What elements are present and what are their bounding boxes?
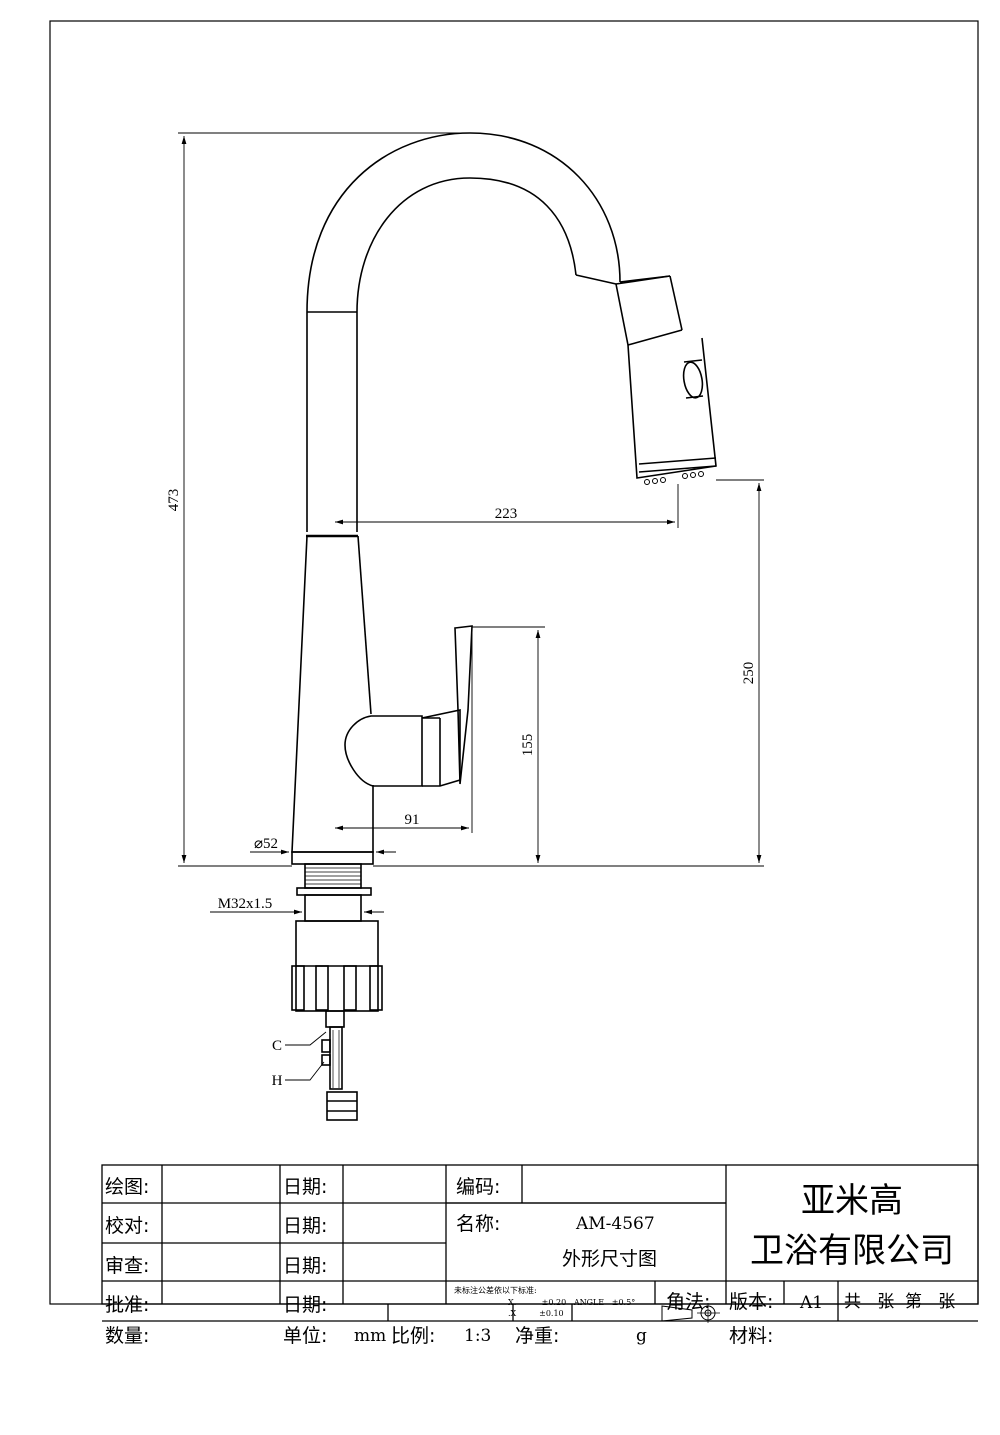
date-label-2: 日期: — [283, 1215, 327, 1237]
tolerance-line-2: .X ±0.10 — [508, 1309, 564, 1318]
handle-lever — [454, 625, 473, 785]
scale-value: 1:3 — [464, 1326, 491, 1346]
spout-outer-contour — [306, 132, 621, 532]
handle-hub — [344, 715, 423, 787]
name-label: 名称: — [456, 1213, 500, 1235]
tolerance-line-1: X. ±0.20 ANGLE ±0.5° — [508, 1298, 635, 1307]
weight-unit: g — [636, 1326, 647, 1346]
company-name-line-2: 卫浴有限公司 — [750, 1231, 954, 1271]
dim-overall-height: 473 — [166, 489, 182, 512]
sheet-border — [49, 20, 979, 1305]
company-name-line-1: 亚米高 — [801, 1181, 903, 1221]
unit-label: 单位: — [283, 1325, 327, 1347]
dim-reach: 223 — [495, 506, 518, 522]
date-label-4: 日期: — [283, 1294, 327, 1316]
drawn-label: 绘图: — [105, 1176, 149, 1198]
version-label: 版本: — [729, 1291, 773, 1313]
weight-label: 净重: — [515, 1325, 559, 1347]
tolerance-title: 未标注公差依以下标准: — [454, 1285, 537, 1295]
projection-symbol — [661, 1305, 693, 1322]
supply-hose — [329, 1026, 343, 1090]
date-label-3: 日期: — [283, 1255, 327, 1277]
unit-value: mm — [354, 1326, 386, 1346]
code-label: 编码: — [456, 1176, 500, 1198]
material-label: 材料: — [729, 1325, 773, 1347]
checked-label: 校对: — [105, 1215, 149, 1237]
dimension-texts: 473 223 250 155 91 ⌀52 M32x1.5 C H — [166, 489, 757, 1089]
model-number: AM-4567 — [575, 1214, 655, 1234]
hose-fitting — [326, 1091, 358, 1121]
spray-button — [682, 361, 704, 399]
dim-base-diameter: ⌀52 — [254, 836, 278, 852]
drawing-title: 外形尺寸图 — [562, 1248, 657, 1270]
sheet-count: 共 张 第 张 — [844, 1292, 955, 1312]
spout-inner-contour — [356, 177, 577, 532]
version-value: A1 — [799, 1293, 823, 1313]
projection-label: 角法: — [666, 1291, 710, 1313]
quantity-label: 数量: — [105, 1325, 149, 1347]
label-hot: H — [272, 1073, 283, 1089]
approved-label: 批准: — [105, 1294, 149, 1316]
dimension-lines — [178, 132, 764, 1081]
scale-label: 比例: — [391, 1325, 435, 1347]
dim-thread: M32x1.5 — [218, 896, 273, 912]
reviewed-label: 审查: — [105, 1255, 149, 1277]
label-cold: C — [272, 1038, 282, 1054]
dim-handle-reach: 91 — [405, 812, 420, 828]
title-block — [101, 1164, 979, 1323]
faucet-drawing — [291, 132, 717, 1121]
title-block-texts: 绘图: 校对: 审查: 批准: 数量: 日期: 日期: 日期: 日期: 单位: … — [105, 1176, 955, 1347]
pull-down-head — [627, 337, 717, 479]
dim-spout-height: 250 — [741, 662, 757, 685]
date-label-1: 日期: — [283, 1176, 327, 1198]
dim-handle-height: 155 — [520, 734, 536, 757]
